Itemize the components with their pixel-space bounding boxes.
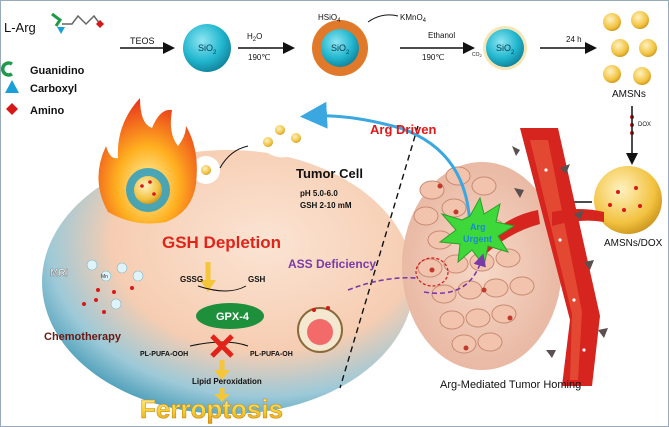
gssg-label: GSSG — [180, 275, 203, 284]
arg-urgent-burst — [438, 196, 516, 268]
arg-urgent-label-1: Arg — [470, 222, 486, 232]
amino-icon — [6, 103, 18, 115]
chemotherapy-label: Chemotherapy — [44, 331, 122, 343]
amino-label: Amino — [30, 105, 65, 117]
ass-pointer-left — [347, 276, 417, 291]
arg-driven-label: Arg Driven — [370, 122, 437, 137]
endocytic-vesicle — [253, 112, 319, 158]
sio2-label-1: SiO2 — [198, 43, 217, 56]
lipid-perox-label: Lipid Peroxidation — [192, 377, 262, 386]
l-arg-label: L-Arg — [4, 20, 36, 35]
tumor-cell: Tumor Cell pH 5.0-6.0 GSH 2-10 mM GSH De… — [42, 98, 414, 414]
ass-pointer-arrow — [423, 253, 486, 294]
temp2-label: 190℃ — [422, 53, 444, 62]
amsns-cluster — [603, 11, 657, 85]
teos-label: TEOS — [130, 36, 155, 46]
silica-particle-2: SiO2 — [483, 26, 527, 70]
ass-deficiency-label: ASS Deficiency — [288, 257, 376, 271]
ph-label: pH 5.0-6.0 — [300, 189, 338, 198]
amsns-dox-label: AMSNs/DOX — [604, 238, 663, 249]
hsio4-label: HSiO4 — [318, 13, 341, 24]
mn-ions: Mn — [86, 259, 144, 294]
silica-shell-particle: SiO2 — [312, 20, 368, 76]
kmno4-label: KMnO4 — [400, 13, 427, 24]
kmno4-pointer — [367, 14, 399, 23]
sio2-label-3: SiO2 — [496, 43, 515, 56]
blocked-cross-icon — [210, 334, 234, 358]
arg-urgent-label-2: Urgent — [463, 234, 492, 244]
sio2-label-2: SiO2 — [331, 43, 350, 56]
amsns-dox-particle — [594, 166, 662, 234]
synthesis-row: TEOS SiO2 H2O 190℃ SiO2 HSiO4 KMnO4 Etha… — [120, 11, 663, 249]
gsh-conc-label: GSH 2-10 mM — [300, 201, 352, 210]
homing-caption: Arg-Mediated Tumor Homing — [440, 379, 581, 391]
mri-label: MRI — [50, 268, 69, 279]
target-cell-circle — [415, 257, 449, 287]
svg-text:Mn: Mn — [101, 274, 108, 280]
dashed-divider — [339, 125, 419, 389]
guanidino-label: Guanidino — [30, 65, 85, 77]
gsh-label: GSH — [248, 275, 266, 284]
fire-icon — [98, 98, 197, 224]
dying-cell-icon — [297, 306, 343, 353]
pufa-ooh-label: PL-PUFA-OOH — [140, 351, 188, 358]
gpx4-badge — [196, 303, 264, 329]
legend: L-Arg Guanidino Carboxyl Amino — [1, 12, 104, 117]
blood-vessel — [476, 128, 608, 386]
carboxyl-icon — [5, 80, 19, 93]
amsns-label: AMSNs — [612, 89, 646, 100]
dox-particles — [82, 298, 122, 314]
ferroptosis-label: Ferroptosis — [140, 394, 283, 424]
arg-driven-arrow — [300, 101, 472, 233]
ethanol-label: Ethanol — [428, 31, 455, 40]
co2-label: CO2 — [472, 52, 483, 58]
dox-label: DOX — [638, 122, 651, 128]
guanidino-icon — [1, 61, 13, 77]
h2o-label: H2O — [247, 32, 262, 43]
silica-particle-1: SiO2 — [183, 24, 231, 72]
temp1-label: 190℃ — [248, 53, 270, 62]
gpx4-label: GPX-4 — [216, 311, 250, 323]
tumor-cell-label: Tumor Cell — [296, 166, 363, 181]
gsh-depletion-label: GSH Depletion — [162, 233, 281, 252]
pufa-oh-label: PL-PUFA-OH — [250, 351, 293, 358]
l-arg-structure-icon — [51, 12, 104, 34]
time-label: 24 h — [566, 35, 582, 44]
carboxyl-label: Carboxyl — [30, 83, 77, 95]
